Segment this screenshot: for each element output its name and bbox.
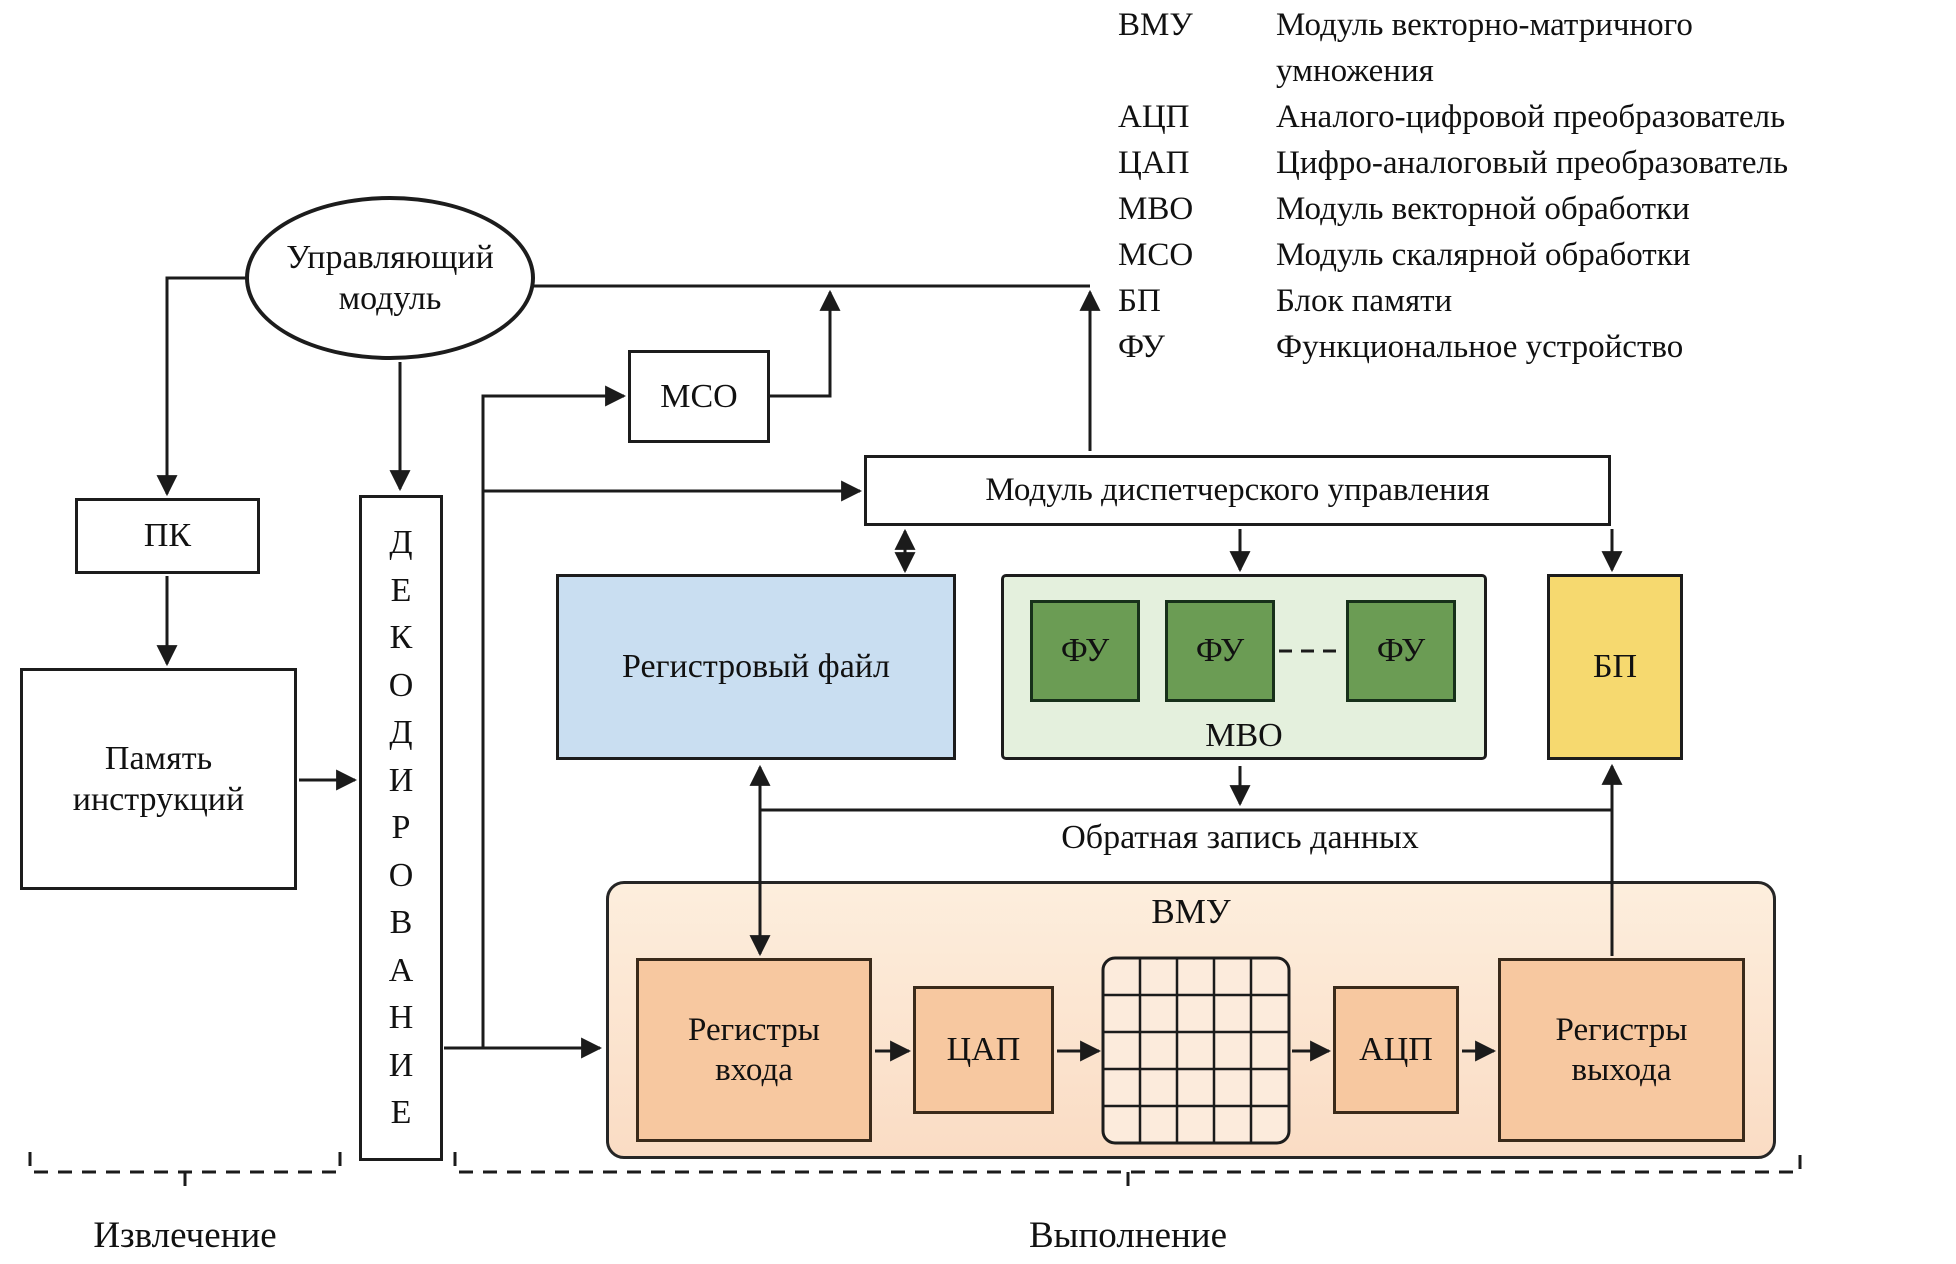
- functional-unit-label: ФУ: [1376, 632, 1426, 669]
- legend-definition: Блок памяти: [1276, 283, 1453, 319]
- control-module-node: Управляющий модуль: [245, 196, 535, 360]
- writeback-label: Обратная запись данных: [1061, 819, 1419, 856]
- memory-block-label: БП: [1592, 648, 1638, 686]
- legend-row: ФУ Функциональное устройство: [1118, 324, 1936, 370]
- control-module-label: Управляющий модуль: [286, 238, 494, 317]
- functional-unit-node: ФУ: [1030, 600, 1140, 702]
- register-file-label: Регистровый файл: [622, 648, 890, 686]
- legend-definition: Модуль скалярной обработки: [1276, 237, 1691, 273]
- legend-term: БП: [1118, 283, 1161, 319]
- decoding-node: ДЕКОДИРОВАНИЕ: [359, 495, 443, 1161]
- legend-term: МСО: [1118, 237, 1194, 273]
- execute-stage-label: Выполнение: [1028, 1215, 1228, 1256]
- legend-row: ЦАП Цифро-аналоговый преобразователь: [1118, 140, 1936, 186]
- functional-unit-node: ФУ: [1165, 600, 1275, 702]
- legend-term: АЦП: [1118, 99, 1190, 135]
- dispatcher-module-node: Модуль диспетчерского управления: [864, 455, 1611, 526]
- legend-term: ФУ: [1118, 329, 1165, 365]
- functional-unit-label: ФУ: [1195, 632, 1245, 669]
- scalar-module-label: МСО: [660, 377, 738, 415]
- output-registers-label: Регистры выхода: [1555, 1011, 1688, 1088]
- legend-row: ВМУ Модуль векторно-матричного умножения: [1118, 2, 1936, 94]
- register-file-node: Регистровый файл: [556, 574, 956, 760]
- decoding-label: ДЕКОДИРОВАНИЕ: [388, 524, 414, 1132]
- adc-label: АЦП: [1359, 1031, 1433, 1069]
- scalar-module-node: МСО: [628, 350, 770, 443]
- input-registers-node: Регистры входа: [636, 958, 872, 1142]
- adc-node: АЦП: [1333, 986, 1459, 1114]
- legend-definition: Модуль векторно-матричного умножения: [1276, 7, 1693, 89]
- dac-label: ЦАП: [946, 1031, 1021, 1069]
- legend-definition: Функциональное устройство: [1276, 329, 1684, 365]
- instruction-memory-label: Память инструкций: [72, 739, 245, 818]
- program-counter-node: ПК: [75, 498, 260, 574]
- vector-module-label: МВО: [1205, 717, 1283, 754]
- legend-term: ВМУ: [1118, 7, 1193, 43]
- dac-node: ЦАП: [913, 986, 1054, 1114]
- legend-definition: Цифро-аналоговый преобразователь: [1276, 145, 1789, 181]
- fetch-stage-label: Извлечение: [93, 1215, 277, 1256]
- dispatcher-module-label: Модуль диспетчерского управления: [985, 472, 1490, 509]
- legend-term: ЦАП: [1118, 145, 1190, 181]
- legend-term: МВО: [1118, 191, 1194, 227]
- legend-definition: Модуль векторной обработки: [1276, 191, 1690, 227]
- vector-module-container: ФУ ФУ ФУ МВО: [1001, 574, 1487, 760]
- functional-unit-node: ФУ: [1346, 600, 1456, 702]
- instruction-memory-node: Память инструкций: [20, 668, 297, 890]
- legend-row: МСО Модуль скалярной обработки: [1118, 232, 1936, 278]
- output-registers-node: Регистры выхода: [1498, 958, 1745, 1142]
- legend-row: АЦП Аналого-цифровой преобразователь: [1118, 94, 1936, 140]
- legend-row: МВО Модуль векторной обработки: [1118, 186, 1936, 232]
- memory-block-node: БП: [1547, 574, 1683, 760]
- vmu-label: ВМУ: [1151, 892, 1231, 931]
- functional-unit-label: ФУ: [1060, 632, 1110, 669]
- legend-definition: Аналого-цифровой преобразователь: [1276, 99, 1786, 135]
- input-registers-label: Регистры входа: [688, 1011, 820, 1088]
- legend: ВМУ Модуль векторно-матричного умножения…: [1118, 2, 1936, 370]
- legend-row: БП Блок памяти: [1118, 278, 1936, 324]
- program-counter-label: ПК: [143, 517, 192, 555]
